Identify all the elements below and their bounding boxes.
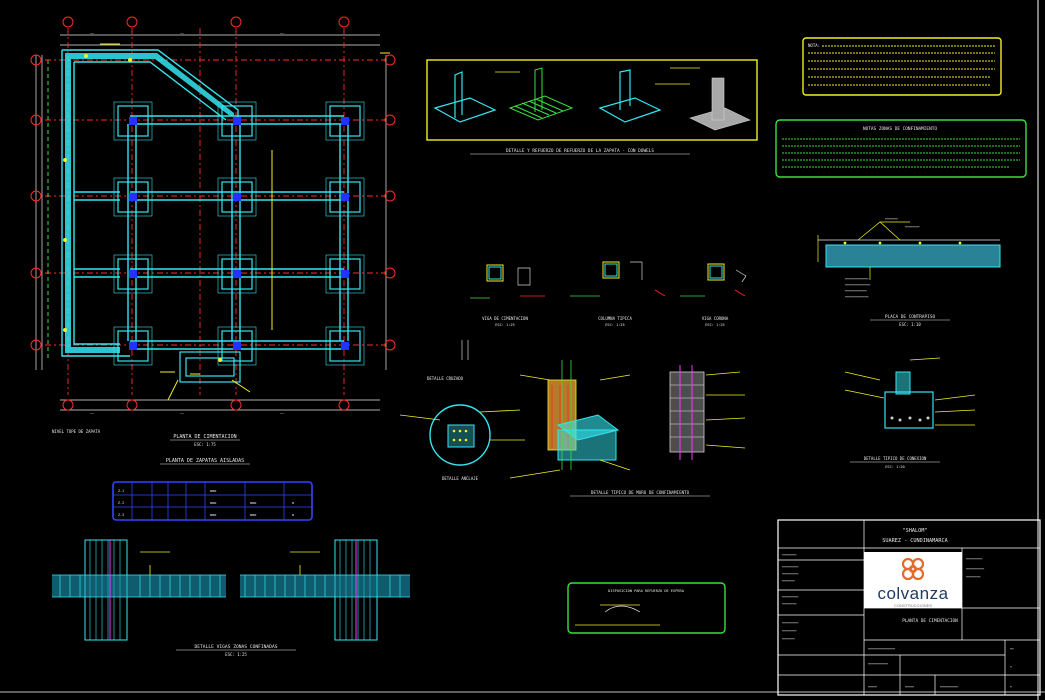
logo-sub: CONSTRUCCIONES — [893, 603, 932, 608]
title-block: "SHALOM" SUAREZ - CUNDINAMARCA PLANTA DE… — [777, 519, 1041, 696]
svg-text:━━━━━━━: ━━━━━━━ — [884, 217, 898, 221]
svg-text:━━━━━━━: ━━━━━━━ — [781, 579, 795, 583]
plan-title: PLANTA DE CIMENTACION — [173, 434, 236, 440]
svg-text:Z-3: Z-3 — [118, 513, 124, 517]
svg-text:Z-1: Z-1 — [118, 489, 124, 493]
svg-text:━━: ━━ — [1009, 647, 1014, 651]
svg-text:━━━━━━━━━━: ━━━━━━━━━━ — [965, 567, 984, 571]
plan-scale: ESC: 1:75 — [194, 442, 216, 447]
svg-text:━━━━━━━━: ━━━━━━━━ — [904, 225, 920, 229]
detail-small-1-label: VIGA DE CIMENTACION — [482, 316, 528, 321]
plan-subtitle: PLANTA DE ZAPATAS AISLADAS — [166, 458, 244, 464]
svg-text:━━━━━━━━: ━━━━━━━━ — [781, 553, 797, 557]
detail-cross-label: DETALLE CRUZADO — [427, 376, 464, 381]
detail-small-2-label: COLUMNA TIPICA — [598, 316, 632, 321]
section-iso-label: DETALLE Y REFUERZO DE REFUERZO DE LA ZAP… — [506, 148, 654, 154]
svg-text:━━━━━━━: ━━━━━━━ — [781, 637, 795, 641]
bottom-detail-label: DETALLE VIGAS ZONAS CONFINADAS — [195, 644, 278, 650]
foundation-plan: —— —— —— —— —— —— NIVEL TOPE DE ZAPATA PLANT… — [30, 16, 396, 465]
beam-detail-bottom-left: DETALLE VIGAS ZONAS CONFINADAS ESC: 1:25 — [52, 539, 410, 657]
svg-text:▬: ▬ — [292, 501, 295, 505]
svg-text:━: ━ — [1009, 665, 1012, 669]
svg-text:━━━━━━━━━━━━━: ━━━━━━━━━━━━━ — [844, 277, 869, 281]
detail-small-2-scale: ESC: 1:25 — [605, 323, 624, 327]
isometric-footing-details: DETALLE Y REFUERZO DE REFUERZO DE LA ZAP… — [426, 59, 758, 155]
detail-small-1-scale: ESC: 1:25 — [495, 323, 514, 327]
svg-text:▬▬▬: ▬▬▬ — [210, 513, 217, 517]
svg-text:▬▬▬: ▬▬▬ — [250, 501, 257, 505]
svg-text:▬▬▬: ▬▬▬ — [250, 513, 257, 517]
detail-anchor-label: DETALLE ANCLAJE — [442, 476, 479, 481]
svg-text:——: —— — [280, 411, 284, 415]
svg-text:━━━━━━━━━━━━━━━: ━━━━━━━━━━━━━━━ — [867, 647, 895, 651]
svg-text:━━━━━━━━━: ━━━━━━━━━ — [781, 621, 798, 625]
note-box-yellow-title: NOTA: — [808, 43, 820, 48]
detail-wall-label: DETALLE TIPICO DE MURO DE CONFINAMIENTO — [591, 490, 690, 495]
svg-text:━: ━ — [1009, 685, 1012, 689]
svg-text:——: —— — [180, 31, 184, 35]
slab-detail: ━━━━━━━━━━━━━━━ ━━━━━━━━━━━━━━━━━━━━━━━━… — [817, 217, 1001, 327]
detail-joint-label: DETALLE TIPICO DE CONEXION — [864, 456, 927, 461]
svg-text:━━━━━━━━━: ━━━━━━━━━ — [781, 565, 798, 569]
svg-text:——: —— — [90, 31, 94, 35]
project-line-1: "SHALOM" — [903, 528, 928, 534]
company-logo: colvanza CONSTRUCCIONES — [864, 552, 962, 608]
small-section-details: VIGA DE CIMENTACION ESC: 1:25 COLUMNA TI… — [427, 261, 747, 381]
svg-text:——: —— — [90, 411, 94, 415]
svg-text:━━━━━━━━━━: ━━━━━━━━━━ — [939, 685, 958, 689]
joint-detail: DETALLE TIPICO DE CONEXION ESC: 1:20 — [844, 357, 976, 469]
slab-label: PLACA DE CONTRAPISO — [885, 314, 936, 320]
svg-text:━━━━━━━━━━━━: ━━━━━━━━━━━━ — [844, 289, 867, 293]
svg-text:▬▬▬: ▬▬▬ — [210, 501, 217, 505]
detail-small-3-label: VIGA CORONA — [702, 316, 729, 321]
project-line-2: SUAREZ - CUNDINAMARCA — [882, 538, 948, 544]
svg-text:━━━━━: ━━━━━ — [867, 685, 877, 689]
wall-confinement-details: DETALLE ANCLAJE DETALLE TIPICO DE MURO D… — [399, 360, 746, 497]
small-box-label: DISPOSICION PARA REFUERZO DE ESPERA — [608, 589, 685, 593]
slab-scale: ESC: 1:10 — [899, 322, 921, 327]
svg-text:——: —— — [280, 31, 284, 35]
footing-schedule-table: Z-1Z-2Z-3 ▬▬▬ ▬▬▬ ▬▬▬ ▬▬▬ ▬▬▬ ▬ ▬ — [112, 481, 313, 521]
detail-joint-scale: ESC: 1:20 — [885, 465, 904, 469]
svg-text:━━━━━━━━━━━: ━━━━━━━━━━━ — [867, 662, 888, 666]
svg-text:▬: ▬ — [292, 513, 295, 517]
logo-mark-icon — [901, 557, 925, 581]
svg-text:━━━━━━━━: ━━━━━━━━ — [781, 629, 797, 633]
note-box-green: NOTAS ZONAS DE CONFINAMIENTO — [775, 119, 1027, 178]
svg-text:Z-2: Z-2 — [118, 501, 124, 505]
svg-text:——: —— — [180, 411, 184, 415]
sheet-title: PLANTA DE CIMENTACION — [902, 618, 958, 624]
svg-text:━━━━━━━━━: ━━━━━━━━━ — [965, 557, 982, 561]
plan-north-note: NIVEL TOPE DE ZAPATA — [52, 429, 101, 434]
svg-text:▬▬▬: ▬▬▬ — [210, 489, 217, 493]
svg-text:━━━━━: ━━━━━ — [904, 685, 914, 689]
svg-text:━━━━━━━━━━━━━━: ━━━━━━━━━━━━━━ — [844, 283, 870, 287]
svg-text:━━━━━━━━━: ━━━━━━━━━ — [781, 572, 798, 576]
svg-text:━━━━━━━━━: ━━━━━━━━━ — [781, 595, 798, 599]
note-box-green-title: NOTAS ZONAS DE CONFINAMIENTO — [863, 126, 937, 132]
detail-small-3-scale: ESC: 1:25 — [705, 323, 724, 327]
logo-word: colvanza — [877, 584, 949, 603]
svg-text:━━━━━━━━: ━━━━━━━━ — [965, 575, 981, 579]
svg-text:━━━━━━━━: ━━━━━━━━ — [781, 602, 797, 606]
rebar-wait-box: DISPOSICION PARA REFUERZO DE ESPERA — [567, 582, 726, 634]
bottom-detail-scale: ESC: 1:25 — [225, 652, 247, 657]
svg-text:━━━━━━━━━━━━━: ━━━━━━━━━━━━━ — [844, 295, 869, 299]
note-box-yellow: NOTA: — [802, 37, 1002, 96]
